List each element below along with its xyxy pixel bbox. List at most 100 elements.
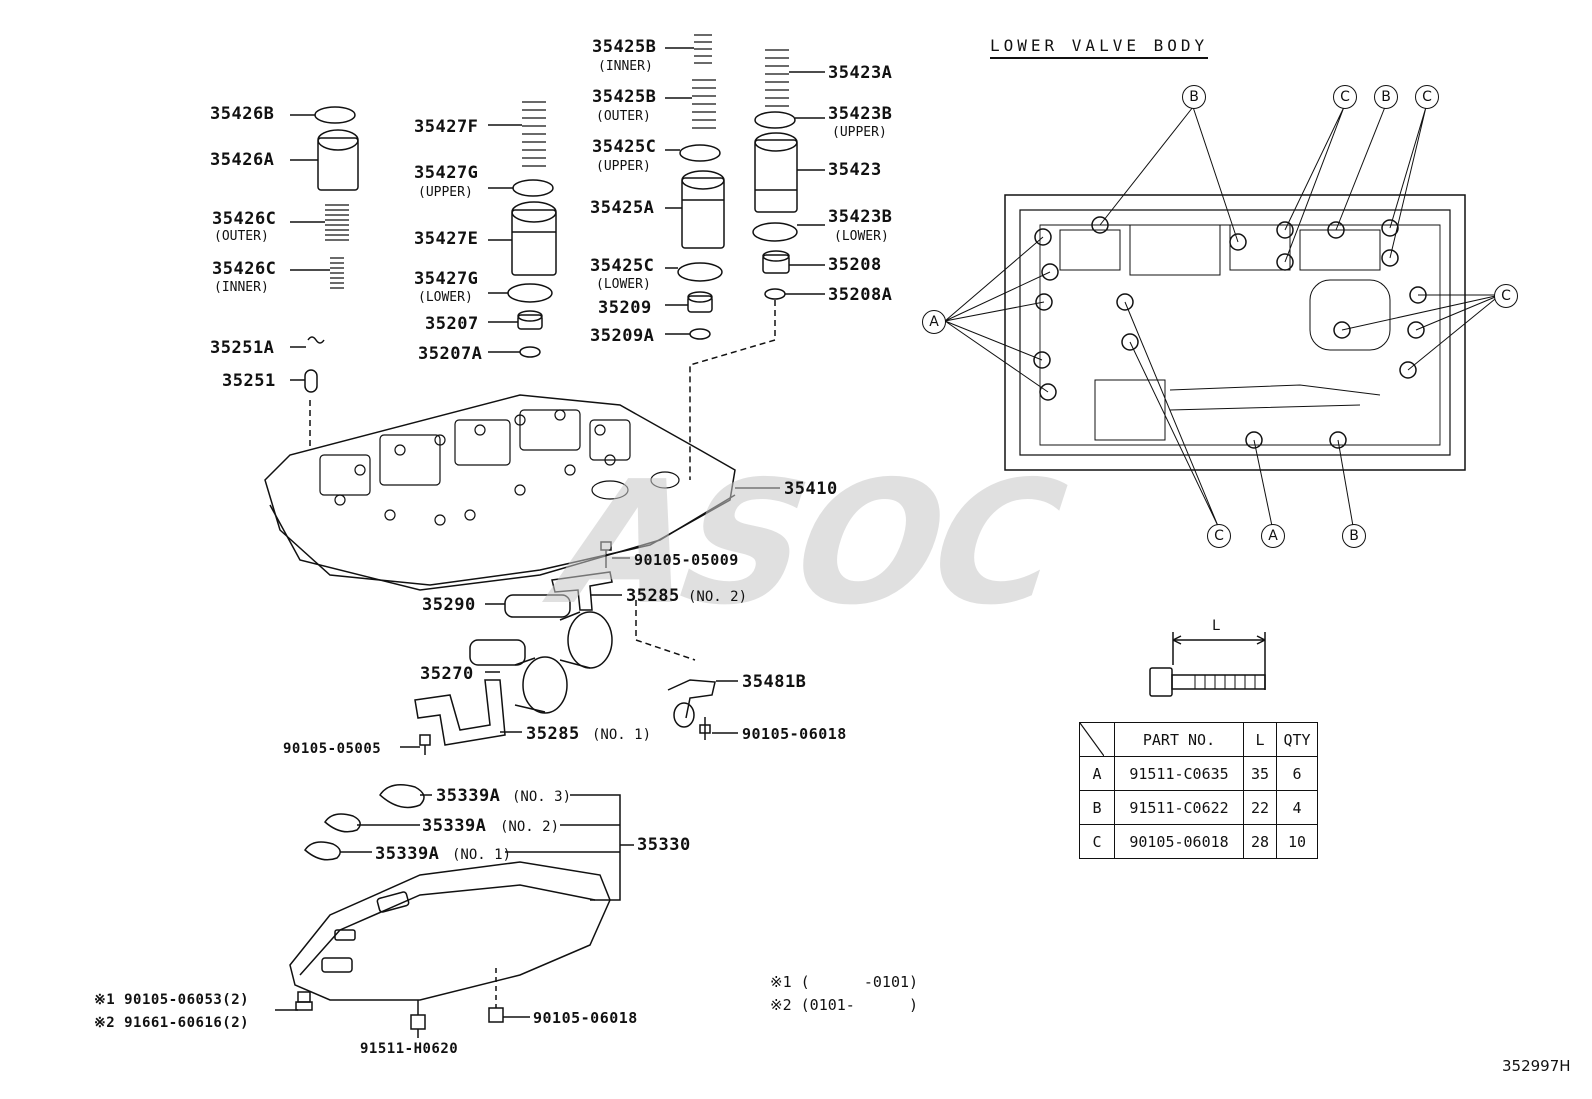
- table-header-row: PART NO. L QTY: [1079, 722, 1318, 757]
- label-35270: 35270: [420, 664, 474, 684]
- note-2-mark: ※2: [770, 996, 792, 1014]
- sub-35427G-upper: (UPPER): [418, 185, 473, 200]
- label-35208: 35208: [828, 255, 882, 275]
- gasket-35339A-no3: [379, 784, 425, 809]
- table-row: B 91511-C0622 22 4: [1079, 790, 1318, 825]
- callout-c-bottom: C: [1207, 524, 1231, 548]
- header-qty: QTY: [1276, 722, 1318, 757]
- label-35339A-no3: 35339A: [436, 786, 501, 806]
- sub-35423B-upper: (UPPER): [832, 125, 887, 140]
- row-l: 28: [1243, 824, 1277, 859]
- table-row: C 90105-06018 28 10: [1079, 824, 1318, 859]
- sub-35425C-upper: (UPPER): [596, 159, 651, 174]
- label-35410: 35410: [784, 479, 838, 499]
- bolt-90105-05005: [419, 734, 431, 755]
- plug-35208: [762, 250, 790, 274]
- label-91511-H0620: 91511-H0620: [360, 1041, 459, 1057]
- label-35427G-lower: 35427G: [414, 269, 479, 289]
- label-35285-no1: 35285: [526, 724, 580, 744]
- ring-35207A: [519, 346, 541, 358]
- row-part-no: 91511-C0635: [1114, 756, 1244, 791]
- piston-35425A: [681, 170, 725, 249]
- note-2-range: (0101- ): [800, 996, 919, 1014]
- label-35423: 35423: [828, 160, 882, 180]
- label-35209: 35209: [598, 298, 652, 318]
- label-35339A-no1: 35339A: [375, 844, 440, 864]
- figure-id: 352997H: [1502, 1057, 1571, 1075]
- lower-valve-body-plan: [944, 106, 1501, 527]
- label-35427F: 35427F: [414, 117, 479, 137]
- sub-35425B-inner: (INNER): [598, 59, 653, 74]
- watermark: ASOC: [527, 445, 1084, 643]
- label-35423A: 35423A: [828, 63, 893, 83]
- bolt-dimension: [1149, 632, 1266, 697]
- filter-35330: [289, 861, 611, 1001]
- row-key: B: [1079, 790, 1115, 825]
- label-90105-05009: 90105-05009: [634, 551, 739, 569]
- ring-35426B: [314, 106, 356, 124]
- label-35207: 35207: [425, 314, 479, 334]
- page-title: LOWER VALVE BODY: [990, 36, 1209, 59]
- bracket-35285-no2: [551, 571, 613, 611]
- bolt-filter-left: [295, 991, 313, 1011]
- row-l: 22: [1243, 790, 1277, 825]
- label-35425B-outer: 35425B: [592, 87, 657, 107]
- bracket-35285-no1: [414, 679, 506, 746]
- label-35339A-no2: 35339A: [422, 816, 487, 836]
- table-corner: [1079, 722, 1115, 757]
- dimension-label: L: [1212, 618, 1221, 634]
- piston-35427E: [511, 201, 557, 276]
- plug-35207: [517, 310, 543, 330]
- label-35425A: 35425A: [590, 198, 655, 218]
- label-35330: 35330: [637, 835, 691, 855]
- sub-35285-no2: (NO. 2): [688, 589, 748, 605]
- row-l: 35: [1243, 756, 1277, 791]
- label-35251A: 35251A: [210, 338, 275, 358]
- spring-35426C-outer: [325, 204, 349, 241]
- ring-35423B-lower: [752, 222, 798, 242]
- gasket-35339A-no2: [324, 813, 361, 833]
- callout-c-top-2: C: [1415, 85, 1439, 109]
- bolt-90105-05009: [600, 541, 612, 568]
- label-35426C-outer: 35426C: [212, 209, 277, 229]
- corner-diagonal: [1080, 723, 1104, 756]
- header-part-no: PART NO.: [1114, 722, 1244, 757]
- ring-35423B-upper: [754, 111, 796, 129]
- row-qty: 4: [1276, 790, 1318, 825]
- sub-35426C-inner: (INNER): [214, 280, 269, 295]
- ring-35208A: [764, 288, 786, 300]
- label-35251: 35251: [222, 371, 276, 391]
- header-l: L: [1243, 722, 1277, 757]
- label-35209A: 35209A: [590, 326, 655, 346]
- sub-35425B-outer: (OUTER): [596, 109, 651, 124]
- spring-35425B-inner: [694, 34, 712, 64]
- row-qty: 10: [1276, 824, 1318, 859]
- note-1: ※1 ( -0101): [770, 973, 918, 991]
- callout-b-top-2: B: [1374, 85, 1398, 109]
- label-35425B-inner: 35425B: [592, 37, 657, 57]
- label-35426C-inner: 35426C: [212, 259, 277, 279]
- label-35423B-upper: 35423B: [828, 104, 893, 124]
- clip-35251A: [307, 336, 325, 344]
- solenoid-35290: [504, 594, 613, 669]
- callout-b-bottom: B: [1342, 524, 1366, 548]
- row-key: C: [1079, 824, 1115, 859]
- bracket-35481B: [667, 679, 716, 719]
- piston-35423: [754, 132, 798, 213]
- row-part-no: 91511-C0622: [1114, 790, 1244, 825]
- label-90105-06018-b: 90105-06018: [533, 1009, 638, 1027]
- sub-35339A-no1: (NO. 1): [452, 847, 512, 863]
- label-35207A: 35207A: [418, 344, 483, 364]
- ring-35425C-upper: [679, 144, 721, 162]
- callout-a-bottom: A: [1261, 524, 1285, 548]
- spring-35425B-outer: [692, 79, 716, 129]
- sub-35423B-lower: (LOWER): [834, 229, 889, 244]
- ring-35427G-upper: [512, 179, 554, 197]
- ring-35425C-lower: [677, 262, 723, 282]
- callout-c-right: C: [1494, 284, 1518, 308]
- table-row: A 91511-C0635 35 6: [1079, 756, 1318, 791]
- label-35208A: 35208A: [828, 285, 893, 305]
- label-35425C-upper: 35425C: [592, 137, 657, 157]
- label-35426A: 35426A: [210, 150, 275, 170]
